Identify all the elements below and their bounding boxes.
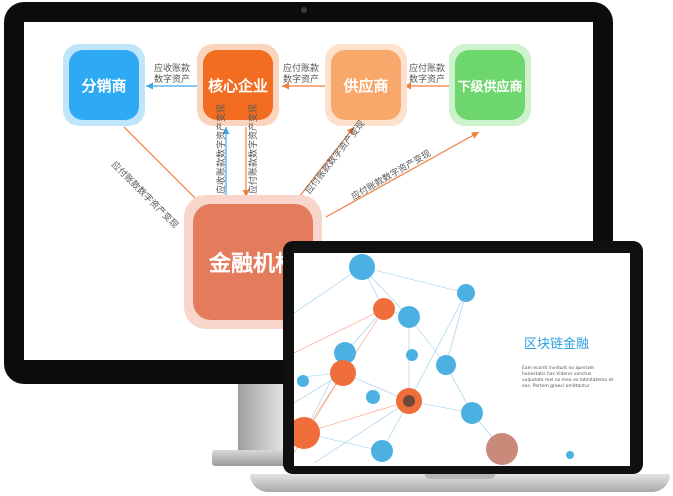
network-graphic — [294, 254, 574, 465]
arrow-finance-to-supplier — [298, 126, 355, 198]
diagram-arrows — [123, 82, 480, 218]
laptop-notch — [425, 474, 495, 479]
laptop-base — [250, 474, 670, 492]
arrow-finance-to-sub — [325, 131, 480, 218]
supplier-node: 供应商 — [331, 50, 401, 120]
monitor-camera — [301, 7, 307, 13]
slide-body-text: Eam econit invidunt no aperiam honestati… — [522, 366, 614, 389]
sub-supplier-node: 下级供应商 — [455, 50, 525, 120]
distributor-node: 分销商 — [69, 50, 139, 120]
core-enterprise-node: 核心企业 — [203, 50, 273, 120]
laptop-screen — [294, 253, 630, 466]
label-supplier-to-core: 应付账款 数字资产 — [283, 64, 320, 85]
label-finance-core-down: 应付账款数字资产变现 — [249, 103, 259, 194]
slide-title: 区块链金融 — [524, 337, 590, 352]
label-core-to-distributor: 应收账款 数字资产 — [154, 64, 191, 85]
monitor-screen: 分销商 核心企业 供应商 下级供应商 金融机构 应收账款 数字资产 应付账款 数… — [24, 22, 593, 360]
label-sub-to-supplier: 应付账款 数字资产 — [409, 64, 446, 85]
label-finance-core-up: 应收账款数字资产变现 — [217, 103, 227, 194]
